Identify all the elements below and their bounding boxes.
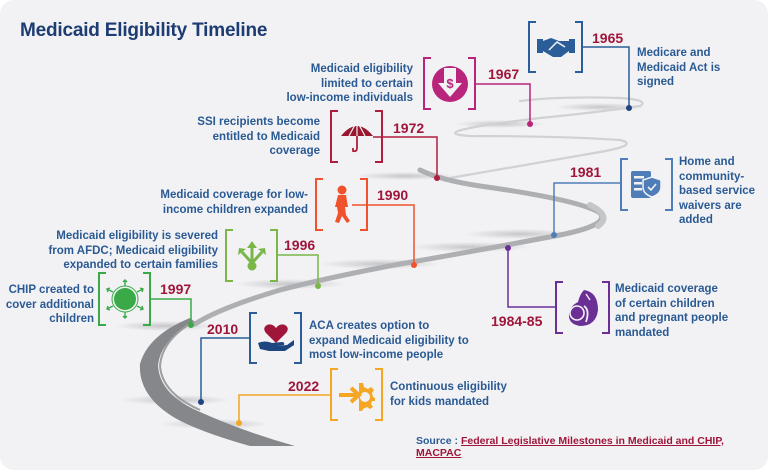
child-walking-icon [334,185,350,223]
milestone-text-1972: SSI recipients become entitled to Medica… [197,116,320,157]
milestone-text-1965: Medicare and Medicaid Act is signed [637,47,721,88]
icon-frame-1965 [528,21,583,73]
source-link[interactable]: Federal Legislative Milestones in Medica… [416,435,724,459]
icon-frame-2022 [330,368,383,421]
milestone-text-2010: ACA creates option to expand Medicaid el… [309,320,469,361]
shield-document-icon [630,170,662,198]
icon-frame-1981 [620,158,673,211]
source-citation: Source : Federal Legislative Milestones … [416,435,768,459]
milestone-text-2022: Continuous eligibility for kids mandated [390,381,507,408]
svg-text:$: $ [446,76,454,91]
year-1981: 1981 [570,164,602,180]
dollar-down-arrow-icon: $ [431,65,468,102]
branching-arrows-icon [237,240,266,270]
milestone-text-1981: Home and community- based service waiver… [679,156,756,226]
icon-frame-2010 [249,312,302,364]
year-2022: 2022 [288,378,320,394]
icon-frame-1996 [225,229,278,282]
year-1996: 1996 [284,237,316,253]
mother-child-icon [568,289,598,326]
year-1967: 1967 [488,66,520,82]
heart-in-hand-icon [257,324,294,351]
umbrella-icon [340,119,373,152]
milestone-text-1990: Medicaid coverage for low- income childr… [160,189,308,216]
icon-frame-1967: $ [423,57,476,110]
icon-frame-1984-85 [555,281,610,334]
handshake-icon [536,38,575,57]
expanding-circle-icon [105,279,144,319]
arrow-gear-icon [338,382,375,411]
year-1984-85: 1984-85 [491,313,543,329]
year-1990: 1990 [377,187,409,203]
year-1997: 1997 [160,281,192,297]
milestone-text-1984-85: Medicaid coverage of certain children an… [615,283,729,339]
year-1965: 1965 [592,30,624,46]
milestone-text-1967: Medicaid eligibility limited to certain … [286,63,413,104]
icon-frame-1997 [98,272,151,326]
source-label: Source : [416,435,459,447]
year-2010: 2010 [207,321,239,337]
year-1972: 1972 [393,120,425,136]
milestone-text-1997: CHIP created to cover additional childre… [5,284,94,325]
page-title: Medicaid Eligibility Timeline [20,20,268,41]
icon-frame-1990 [315,178,368,231]
milestone-text-1996: Medicaid eligibility is severed from AFD… [48,230,218,271]
icon-frame-1972 [330,110,383,163]
